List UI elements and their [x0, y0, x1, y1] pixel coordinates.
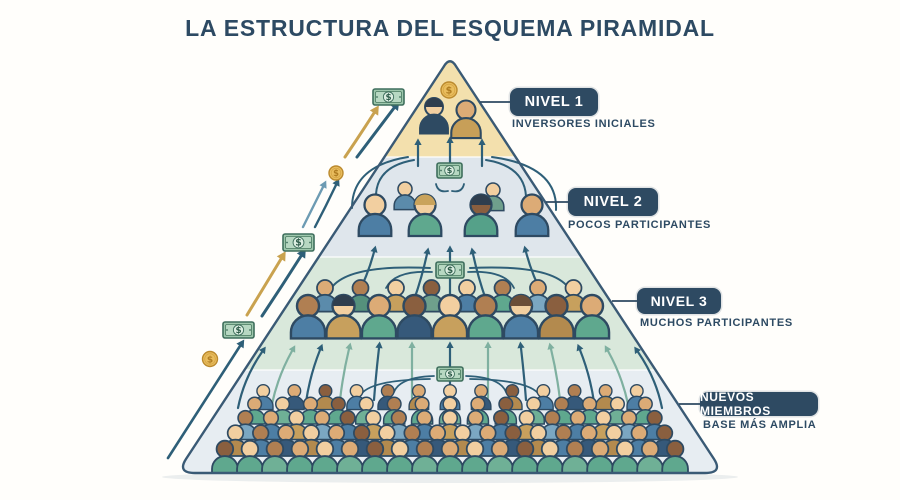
person-icon [289, 293, 327, 340]
money-icons-layer: $ $ $ $ [435, 81, 465, 382]
money-bill-icon: $ [372, 88, 405, 106]
person-icon [573, 293, 611, 340]
person-icon [327, 396, 350, 425]
person-icon [564, 384, 585, 411]
person-icon [586, 439, 614, 473]
gold-coin-icon: $ [328, 165, 344, 181]
nivel-1-badge: NIVEL 1 [510, 88, 598, 116]
svg-text:$: $ [295, 238, 302, 249]
nivel-3-badge: NIVEL 3 [637, 288, 721, 314]
person-icon [386, 439, 414, 473]
nivel-1-caption: INVERSORES INICIALES [512, 118, 656, 130]
person-icon [502, 293, 540, 340]
money-bill-icon: $ [435, 261, 465, 279]
person-icon [538, 293, 575, 340]
gold-coin-icon: $ [440, 81, 458, 99]
person-icon [486, 439, 514, 473]
people-layer [211, 97, 689, 473]
person-icon [419, 97, 449, 135]
person-icon [261, 439, 289, 473]
person-icon [286, 439, 314, 473]
gold-coin-icon: $ [201, 350, 219, 368]
pyramid-outline [181, 60, 719, 475]
person-icon [236, 439, 264, 473]
money-bill-icon: $ [282, 233, 315, 252]
person-icon [211, 439, 239, 473]
money-bill-icon: $ [436, 162, 463, 179]
nivel-3-caption: MUCHOS PARTICIPANTES [640, 317, 793, 329]
person-icon [336, 439, 364, 473]
person-icon [396, 293, 433, 340]
nivel-2-badge: NIVEL 2 [568, 188, 658, 216]
person-icon [661, 439, 689, 473]
money-bill-icon: $ [222, 321, 255, 339]
person-icon [360, 293, 398, 340]
person-icon [611, 439, 639, 473]
person-icon [463, 193, 499, 238]
person-icon [536, 439, 564, 473]
person-icon [393, 181, 417, 211]
person-icon [450, 99, 482, 140]
svg-text:$: $ [446, 86, 453, 97]
svg-text:$: $ [447, 266, 453, 276]
svg-text:$: $ [385, 93, 391, 103]
person-icon [461, 439, 489, 473]
nivel-2-caption: POCOS PARTICIPANTES [568, 219, 712, 231]
person-icon [407, 193, 443, 238]
person-icon [467, 293, 504, 340]
person-icon [325, 293, 362, 340]
money-bill-icon: $ [436, 366, 464, 382]
nuevos-miembros-badge: NUEVOS MIEMBROS [700, 390, 818, 418]
person-icon [431, 293, 469, 340]
badge-leader-lines [480, 101, 700, 405]
person-icon [511, 439, 539, 473]
svg-text:$: $ [207, 355, 213, 365]
nuevos-miembros-caption: BASE MÁS AMPLIA [703, 419, 817, 431]
svg-text:$: $ [333, 168, 339, 178]
svg-text:$: $ [447, 370, 452, 379]
diagram-title: LA ESTRUCTURA DEL ESQUEMA PIRAMIDAL [185, 15, 715, 41]
person-icon [636, 439, 664, 473]
person-icon [357, 193, 393, 238]
person-icon [311, 439, 339, 473]
left-money-flow: $ $ $ $ $ [166, 88, 405, 460]
svg-text:$: $ [447, 165, 453, 175]
person-icon [514, 193, 550, 238]
svg-text:$: $ [235, 326, 241, 336]
